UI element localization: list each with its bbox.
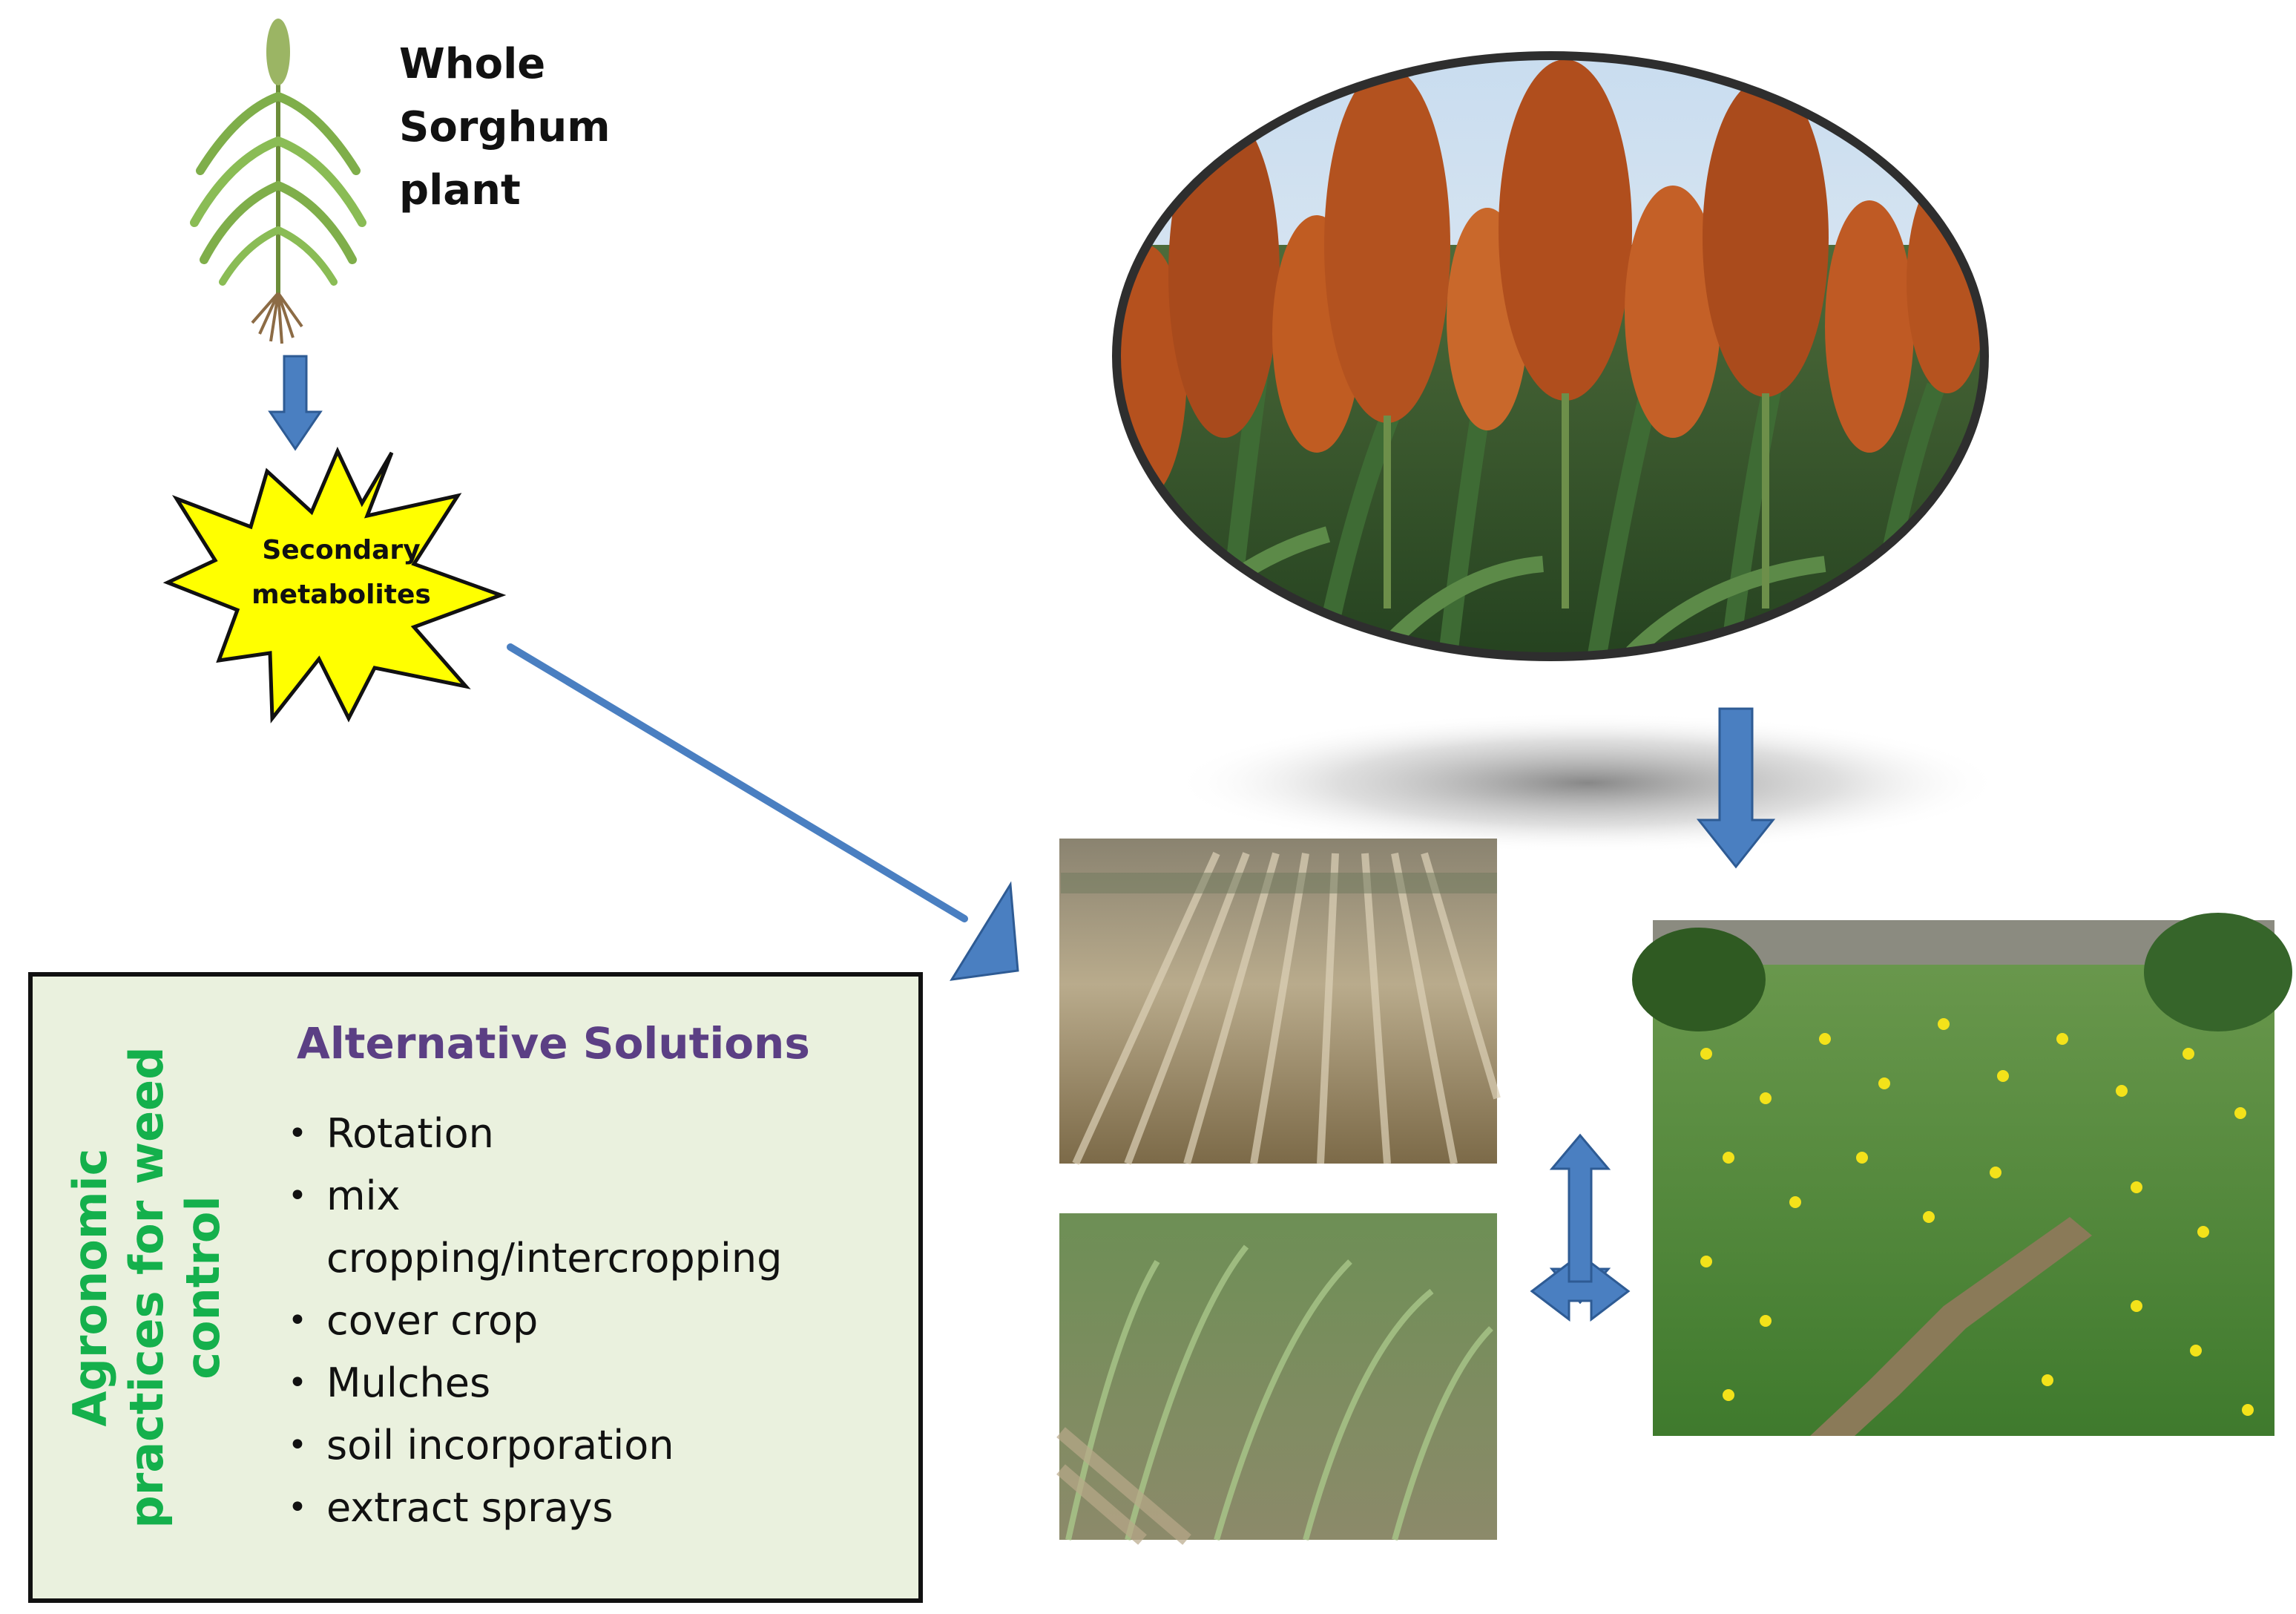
plant-label-line: plant [399, 166, 521, 214]
field-photo-dry-weeds [1059, 839, 1501, 1166]
diagonal-arrow-icon [507, 643, 1019, 981]
list-item: Mulches [282, 1352, 782, 1414]
agronomic-title-line: control [176, 1195, 230, 1380]
agronomic-title-line: practices for weed [119, 1046, 174, 1529]
lawn-photo-dandelions [1632, 913, 2292, 1436]
down-arrow-icon [1696, 707, 1776, 869]
plant-label-line: Sorghum [399, 103, 611, 151]
secondary-metabolites-burst [162, 446, 507, 724]
alternative-solutions-heading: Alternative Solutions [297, 1018, 810, 1069]
agronomic-title-line: Agronomic [63, 1148, 117, 1427]
sorghum-field-photo [1112, 51, 1989, 661]
field-photo-weedy-grass [1056, 1213, 1497, 1545]
sorghum-plant-icon [190, 19, 366, 344]
alternative-solutions-list: Rotation mix cropping/intercropping cove… [282, 1103, 782, 1539]
burst-label-line: Secondary [262, 535, 421, 565]
list-item: cover crop [282, 1290, 782, 1352]
agronomic-practices-title: Agronomic practices for weed control [28, 972, 266, 1603]
list-item-continuation: cropping/intercropping [326, 1235, 783, 1282]
oval-shadow [1172, 712, 2003, 853]
whole-sorghum-plant-label: Whole Sorghum plant [399, 33, 611, 222]
double-headed-arrow-icon [1530, 1133, 1631, 1322]
burst-label-line: metabolites [251, 580, 431, 610]
list-item: mix [282, 1165, 782, 1227]
list-item: extract sprays [282, 1477, 782, 1539]
plant-label-line: Whole [399, 40, 546, 88]
list-item: Rotation [282, 1103, 782, 1165]
down-arrow-icon [268, 355, 323, 451]
secondary-metabolites-label: Secondary metabolites [223, 528, 460, 617]
list-item: soil incorporation [282, 1414, 782, 1477]
